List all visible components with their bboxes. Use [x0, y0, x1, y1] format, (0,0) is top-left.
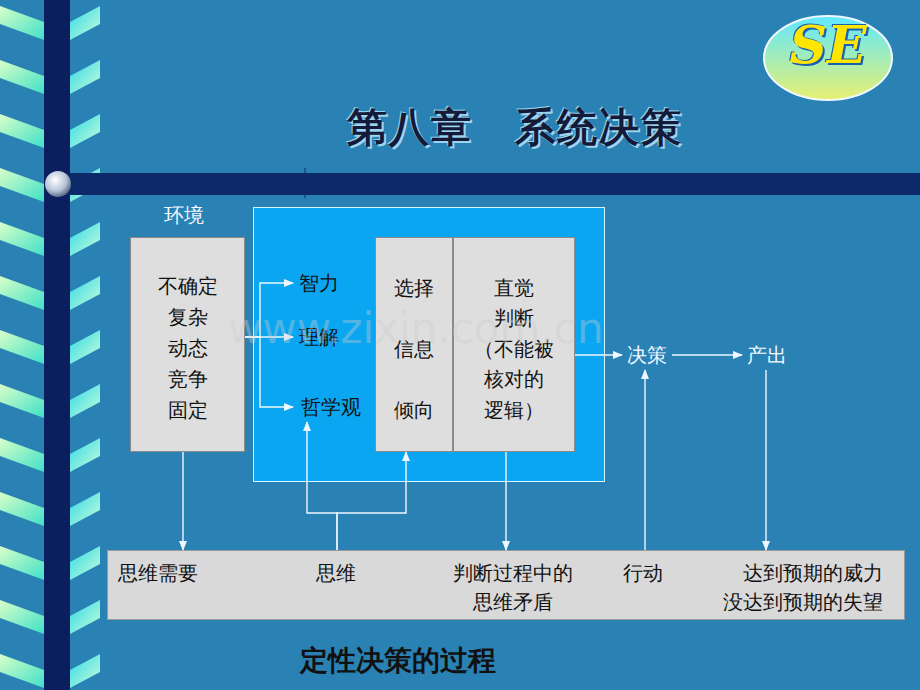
ribbon-decoration: [0, 0, 110, 690]
title-bar: [55, 173, 920, 195]
bar-tick: [305, 168, 306, 198]
node-text: 哲学观: [293, 392, 369, 422]
node-text: 理解: [293, 322, 345, 352]
node-text: 选择 信息 倾向: [392, 258, 436, 441]
flow-arrow: [765, 370, 766, 550]
node-text: 达到预期的威力 没达到预期的失望: [678, 559, 883, 617]
decision-label: 决策: [622, 340, 672, 370]
factor-label: 理解: [293, 322, 345, 352]
process-box: 直觉 判断 （不能被 核对的 逻辑）: [453, 237, 575, 452]
node-text: 决策: [622, 340, 672, 370]
thinking-box: 智力理解哲学观选择 信息 倾向直觉 判断 （不能被 核对的 逻辑）: [253, 207, 605, 482]
node-text: 智力: [293, 268, 345, 298]
factor-label: 智力: [293, 268, 345, 298]
bar-sphere: [45, 171, 71, 197]
ribbon-column: [44, 0, 70, 690]
node-text: 不确定 复杂 动态 竞争 固定: [153, 271, 223, 426]
diagram-caption: 定性决策的过程: [300, 642, 580, 680]
slide-title: 第八章 系统决策: [270, 100, 760, 155]
flow-arrow: [672, 354, 742, 355]
node-text: 判断过程中的 思维矛盾: [428, 559, 598, 617]
process-box: 选择 信息 倾向: [375, 237, 453, 452]
output-label: 产出: [742, 340, 792, 370]
node-text: 直觉 判断 （不能被 核对的 逻辑）: [472, 273, 556, 425]
node-text: 思维需要: [118, 559, 228, 587]
node-text: 行动: [623, 559, 673, 587]
environment-box: 环境不确定 复杂 动态 竞争 固定: [130, 237, 245, 452]
node-text: 产出: [742, 340, 792, 370]
logo-text: SE: [770, 14, 886, 75]
node-text: 环境: [164, 200, 224, 230]
factor-label: 哲学观: [293, 392, 369, 422]
node-text: 思维: [316, 559, 376, 587]
flow-arrow: [182, 452, 183, 550]
flow-arrow: [644, 370, 645, 550]
stage-band: 思维需要 思维 判断过程中的 思维矛盾行动达到预期的威力 没达到预期的失望: [107, 550, 905, 620]
